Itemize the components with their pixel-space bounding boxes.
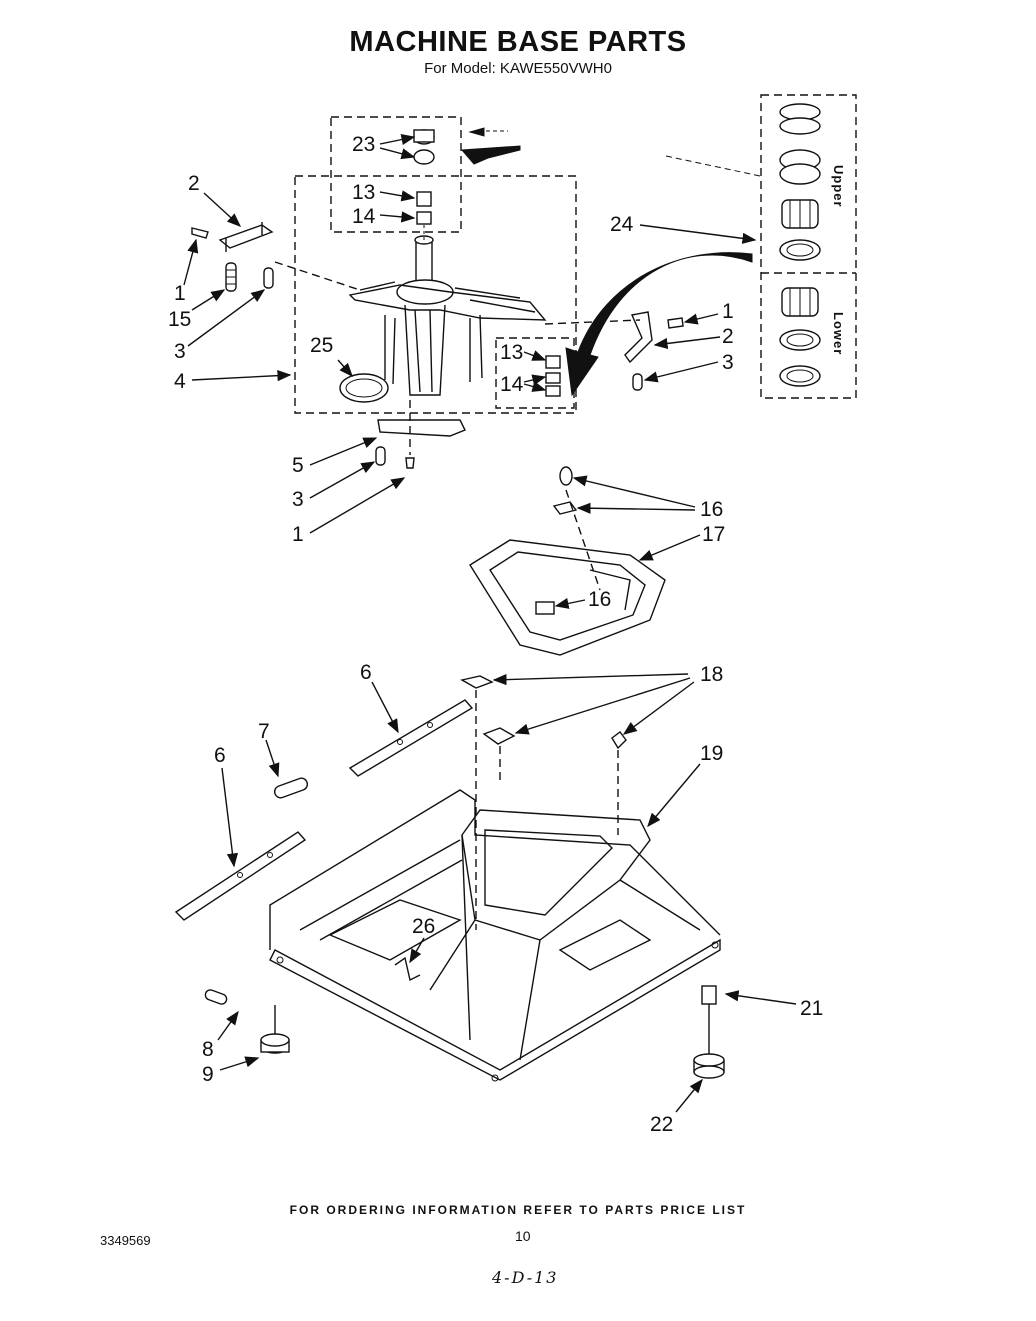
callout-8: 8: [202, 1038, 214, 1061]
callout-15: 15: [168, 308, 191, 331]
solid-arrow-top: [460, 145, 521, 165]
leveling-leg-9: [204, 989, 290, 1054]
callout-3-left: 3: [174, 340, 186, 363]
callout-1-lower: 1: [292, 523, 304, 546]
leader-lines: [183, 134, 797, 1113]
callout-22: 22: [650, 1113, 673, 1136]
callout-26: 26: [412, 915, 435, 938]
lower-kit-label: Lower: [831, 312, 846, 355]
lower-bracket-parts: [375, 400, 466, 469]
callout-16-plate: 16: [588, 588, 611, 611]
bracket-6-upper: [348, 699, 474, 777]
callout-25: 25: [310, 334, 333, 357]
bearing-13-14-lower: [545, 355, 561, 397]
bracket-6-lower: [174, 831, 307, 921]
bearing-23: [413, 129, 435, 165]
bearing-detail-box: [330, 116, 462, 233]
page-number: 10: [515, 1228, 531, 1244]
callout-3-lower: 3: [292, 488, 304, 511]
model-subtitle: For Model: KAWE550VWH0: [424, 60, 612, 77]
seal-kit-lower: [779, 287, 821, 387]
leveling-leg-22: [693, 985, 725, 1079]
handwritten-note: 4-D-13: [492, 1268, 559, 1287]
seal-kit-box: [760, 94, 857, 399]
callout-5: 5: [292, 454, 304, 477]
callout-2-left: 2: [188, 172, 200, 195]
callout-19: 19: [700, 742, 723, 765]
seal-kit-upper: [779, 103, 821, 261]
ordering-note: FOR ORDERING INFORMATION REFER TO PARTS …: [289, 1203, 747, 1217]
clips-18: [460, 675, 627, 930]
callout-6-lower: 6: [214, 744, 226, 767]
callout-13-lower: 13: [500, 341, 523, 364]
callout-23: 23: [352, 133, 375, 156]
bearing-13-upper: [416, 191, 432, 207]
gearcase-group-box: [294, 175, 577, 414]
callout-2-right: 2: [722, 325, 734, 348]
callout-14-upper: 14: [352, 205, 376, 228]
callout-7: 7: [258, 720, 270, 743]
callout-14-lower: 14: [500, 373, 524, 396]
page-title: MACHINE BASE PARTS: [349, 26, 687, 58]
callout-3-right: 3: [722, 351, 734, 374]
callout-24: 24: [610, 213, 634, 236]
callout-4: 4: [174, 370, 186, 393]
callout-18: 18: [700, 663, 723, 686]
seal-ring-25: [339, 373, 389, 403]
callout-13-upper: 13: [352, 181, 375, 204]
callout-6-upper: 6: [360, 661, 372, 684]
right-bracket-parts: [544, 311, 684, 391]
spring-7: [273, 777, 309, 799]
left-bracket-parts: [191, 222, 361, 292]
callout-9: 9: [202, 1063, 214, 1086]
callout-17: 17: [702, 523, 725, 546]
document-number: 3349569: [100, 1233, 151, 1248]
upper-kit-label: Upper: [831, 165, 846, 208]
callout-21: 21: [800, 997, 823, 1020]
machine-base-19: [269, 789, 721, 1082]
side-bearing-box: [495, 337, 575, 409]
kit-pointer-arrow: [565, 252, 753, 397]
bearing-14-upper: [416, 211, 432, 225]
gearcase-assembly: [348, 225, 547, 396]
callout-16: 16: [700, 498, 723, 521]
callout-1-right: 1: [722, 300, 734, 323]
callout-1-left: 1: [174, 282, 186, 305]
motor-mount-17: [469, 466, 666, 656]
